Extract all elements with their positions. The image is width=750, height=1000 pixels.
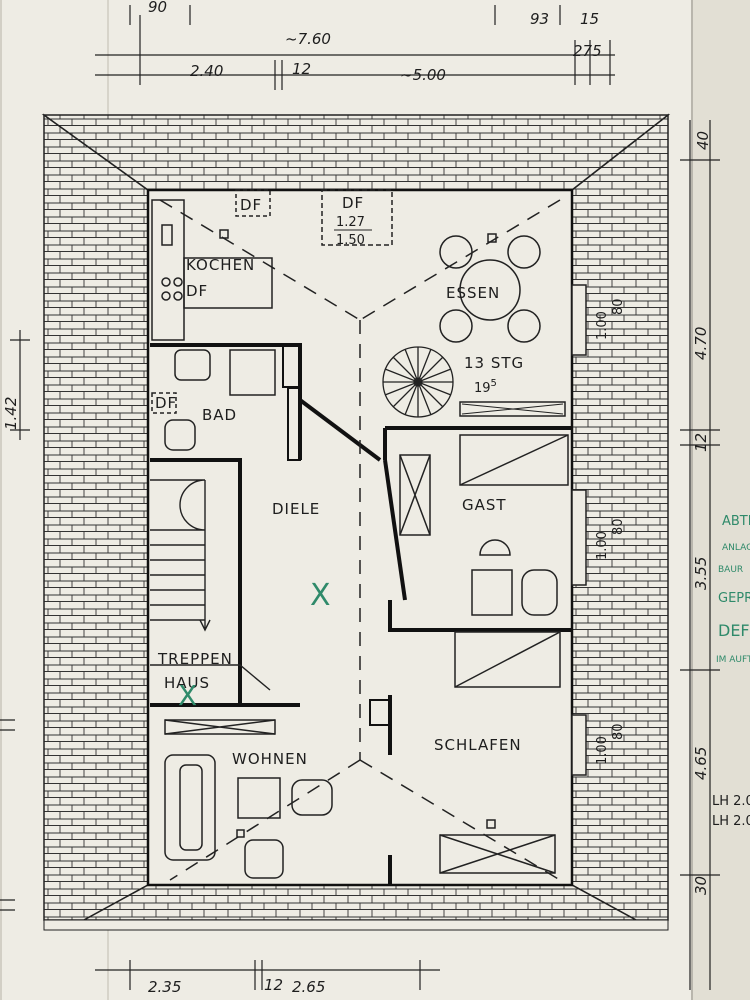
dim-top-left: 2.40 — [190, 62, 223, 80]
dining-window-sill — [459, 401, 566, 417]
window-3-dim: 1.00 — [595, 736, 610, 765]
room-label-hall: DIELE — [272, 500, 320, 518]
bath-fixtures — [151, 349, 276, 451]
window-1-sub: 80 — [611, 298, 626, 315]
stamp-line-4: GEPRU — [718, 591, 750, 606]
window-3-sub: 80 — [611, 723, 626, 740]
stair-step-count: 13 STG — [464, 354, 524, 372]
room-label-stairwell-1: TREPPEN — [157, 650, 233, 668]
clear-height-1: LH 2.0 — [712, 794, 750, 809]
room-label-bath: BAD — [202, 406, 237, 424]
stair-rise: 195 — [474, 378, 497, 396]
dining-table — [439, 233, 541, 343]
dim-right-1: 4.70 — [692, 327, 710, 360]
stamp-line-5: DEF — [718, 621, 750, 640]
dim-right-3: 3.55 — [692, 557, 710, 590]
stamp-line-3: BAUR — [718, 565, 743, 575]
dim-right-bottom: 30 — [692, 876, 710, 895]
window-2-dim: 1.00 — [595, 531, 610, 560]
skylight-small-label: DF — [240, 196, 262, 214]
skylight-large — [321, 189, 393, 246]
dim-top-right: ~5.00 — [400, 66, 446, 84]
room-label-living: WOHNEN — [232, 750, 308, 768]
room-label-dining: ESSEN — [446, 284, 500, 302]
dim-bottom-left: 2.35 — [148, 978, 181, 996]
guest-furniture — [399, 434, 569, 616]
bath-skylight-label: DF — [155, 394, 177, 412]
bedroom-furniture — [439, 631, 561, 874]
dim-bottom-right: 2.65 — [292, 978, 325, 996]
dim-top-total: ~7.60 — [285, 30, 331, 48]
kitchen-fixtures — [151, 189, 273, 341]
room-label-stairwell-2: HAUS — [164, 674, 210, 692]
dim-top-r3: 275 — [573, 42, 602, 60]
ridge-lines — [159, 199, 561, 881]
skylight-large-width: 1.27 — [336, 215, 365, 230]
dim-right-top: 40 — [694, 131, 712, 150]
window-2-sub: 80 — [611, 518, 626, 535]
room-label-bedroom: SCHLAFEN — [434, 736, 522, 754]
room-label-guest: GAST — [462, 496, 507, 514]
living-furniture — [164, 719, 333, 879]
dim-right-2: 12 — [692, 433, 710, 452]
clear-height-2: LH 2.0 — [712, 814, 750, 829]
window-1-dim: 1.00 — [595, 311, 610, 340]
spiral-stair — [382, 346, 454, 418]
dim-left-side: 1.42 — [2, 397, 20, 430]
windows — [571, 284, 587, 776]
stamp-line-2: ANLAG — [722, 543, 750, 553]
dim-top-r2: 15 — [580, 10, 599, 28]
kitchen-skylight-label: DF — [186, 282, 208, 300]
dim-right-4: 4.65 — [692, 747, 710, 780]
skylight-large-label: DF — [342, 194, 364, 212]
paper-fold-right — [692, 0, 750, 1000]
dim-top-mid: 12 — [292, 60, 311, 78]
skylight-large-height: 1.50 — [336, 233, 365, 248]
dim-bottom-mid: 12 — [264, 976, 283, 994]
dimension-lines — [0, 5, 720, 990]
roof-tiles — [41, 113, 671, 931]
dim-top-r1: 93 — [530, 10, 549, 28]
stamp-line-6: IM AUFTR — [716, 655, 750, 665]
green-mark-stairwell: X — [178, 679, 197, 712]
green-mark-hall: X — [310, 578, 331, 613]
stamp-line-1: ABTL — [722, 514, 750, 529]
room-label-kitchen: KOCHEN — [186, 256, 255, 274]
stairwell — [150, 479, 271, 691]
dim-top-partial: 90 — [148, 0, 167, 16]
